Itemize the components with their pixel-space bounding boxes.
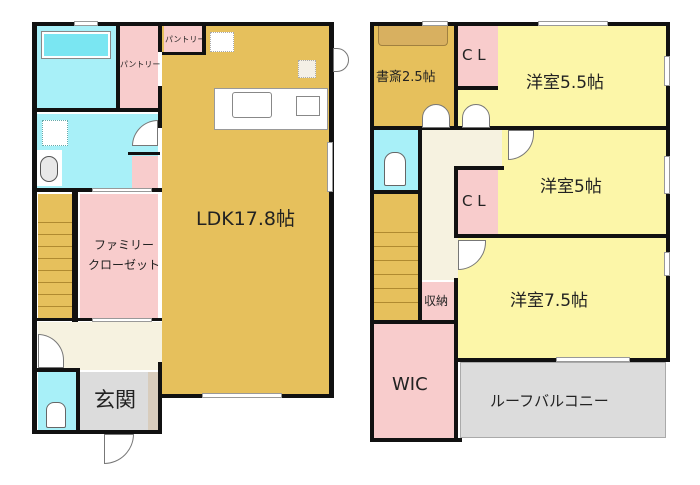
- roof-balcony-label: ルーフバルコニー: [490, 392, 609, 410]
- stove-icon: [296, 96, 320, 116]
- family-closet-label-1: ファミリー: [94, 238, 155, 252]
- western-5-label: 洋室5帖: [540, 177, 602, 197]
- storage-label: 収納: [424, 294, 449, 308]
- door-patio[interactable]: [333, 48, 349, 72]
- linen-storage: [132, 156, 158, 190]
- door-study[interactable]: [422, 104, 450, 128]
- floor-1-plan: パントリー パントリー ファミリー クローゼット 玄関 LDK17.8帖: [32, 21, 349, 464]
- western-5-5-label: 洋室5.5帖: [526, 73, 605, 93]
- window: [92, 318, 152, 322]
- western-7-5-label: 洋室7.5帖: [510, 291, 589, 311]
- pantry-side-room: [120, 26, 158, 110]
- roof-balcony: [460, 362, 666, 438]
- entrance-label: 玄関: [94, 388, 136, 412]
- window: [422, 21, 448, 26]
- hall-notch: [422, 130, 502, 166]
- walk-in-closet: [374, 324, 456, 438]
- pantry-upper-label: パントリー: [165, 35, 206, 44]
- washer-space-icon: [42, 120, 68, 146]
- door-western-5-5[interactable]: [462, 104, 490, 128]
- sink-icon: [232, 92, 272, 118]
- storage-room: [422, 282, 456, 320]
- pantry-upper-room: [164, 26, 204, 54]
- window: [74, 21, 98, 26]
- door-front[interactable]: [104, 434, 134, 464]
- closet-lower: [458, 170, 498, 234]
- staircase-2f: [374, 194, 418, 320]
- floor-2-plan: 書斎2.5帖 C L C L 洋室5.5帖 C L 洋室5帖 収納 洋室7.5帖…: [370, 21, 670, 442]
- window: [664, 156, 670, 194]
- toilet-bowl-icon-3: [384, 152, 406, 186]
- shoe-cabinet: [148, 372, 160, 430]
- toilet-bowl-icon: [40, 156, 58, 182]
- western-room-7-5: [458, 238, 666, 358]
- bathtub-icon: [41, 31, 111, 59]
- window: [664, 56, 670, 86]
- fridge-space-icon: [210, 32, 234, 52]
- window: [92, 188, 152, 192]
- vent-icon: [298, 60, 316, 78]
- ldk-label: LDK17.8帖: [196, 208, 295, 230]
- family-closet: [80, 194, 158, 318]
- pantry-side-label: パントリー: [120, 60, 161, 69]
- window: [664, 252, 670, 276]
- ldk-room: [162, 22, 329, 394]
- staircase: [38, 194, 72, 320]
- closet-lower-label: C L: [462, 192, 486, 210]
- toilet-bowl-icon-2: [46, 402, 66, 428]
- window: [327, 142, 333, 192]
- window: [538, 21, 608, 26]
- window: [202, 393, 282, 398]
- window: [556, 357, 630, 362]
- family-closet-label-2: クローゼット: [88, 258, 161, 272]
- entrance: [80, 372, 160, 430]
- wic-label: WIC: [392, 374, 428, 395]
- study-label: 書斎2.5帖: [376, 70, 436, 85]
- desk-icon: [378, 26, 448, 46]
